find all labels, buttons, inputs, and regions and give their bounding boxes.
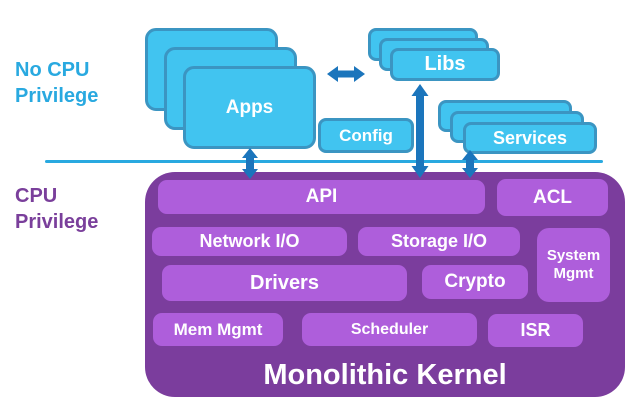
scheduler-label: Scheduler bbox=[350, 320, 429, 338]
mem-mgmt-label: Mem Mgmt bbox=[173, 319, 263, 339]
no-cpu-privilege-label: No CPU Privilege bbox=[15, 59, 99, 107]
cpu-privilege-label: CPU Privilege bbox=[15, 185, 99, 233]
libs-box: Libs bbox=[390, 48, 500, 81]
kernel-title: Monolithic Kernel bbox=[263, 359, 507, 391]
kernel-module-mem-mgmt: Mem Mgmt bbox=[153, 313, 283, 346]
libs-label: Libs bbox=[424, 53, 466, 75]
libs-kernel-arrow bbox=[411, 84, 429, 178]
acl-label: ACL bbox=[532, 186, 573, 208]
kernel-module-acl: ACL bbox=[497, 179, 608, 216]
network-io-label: Network I/O bbox=[199, 231, 300, 251]
apps-label: Apps bbox=[225, 96, 274, 118]
crypto-label: Crypto bbox=[444, 271, 506, 292]
kernel-module-network-io: Network I/O bbox=[152, 227, 347, 256]
privilege-divider-line bbox=[45, 160, 603, 163]
kernel-module-isr: ISR bbox=[488, 314, 583, 347]
api-label: API bbox=[305, 186, 338, 207]
isr-label: ISR bbox=[520, 320, 551, 340]
kernel-module-drivers: Drivers bbox=[162, 265, 407, 301]
config-label: Config bbox=[339, 125, 393, 145]
kernel-module-system-mgmt: System Mgmt bbox=[537, 228, 610, 302]
kernel-module-scheduler: Scheduler bbox=[302, 313, 477, 346]
kernel-module-storage-io: Storage I/O bbox=[358, 227, 520, 256]
apps-libs-arrow bbox=[327, 66, 365, 82]
drivers-label: Drivers bbox=[250, 271, 319, 294]
apps-box: Apps bbox=[183, 66, 316, 149]
config-box: Config bbox=[318, 118, 414, 153]
services-label: Services bbox=[492, 127, 568, 148]
system-mgmt-label: System Mgmt bbox=[546, 247, 601, 282]
storage-io-label: Storage I/O bbox=[390, 231, 488, 251]
kernel-module-api: API bbox=[158, 180, 485, 214]
kernel-container: API ACL Network I/O Storage I/O System M… bbox=[145, 172, 625, 397]
kernel-module-crypto: Crypto bbox=[422, 265, 528, 299]
services-box: Services bbox=[463, 122, 597, 154]
